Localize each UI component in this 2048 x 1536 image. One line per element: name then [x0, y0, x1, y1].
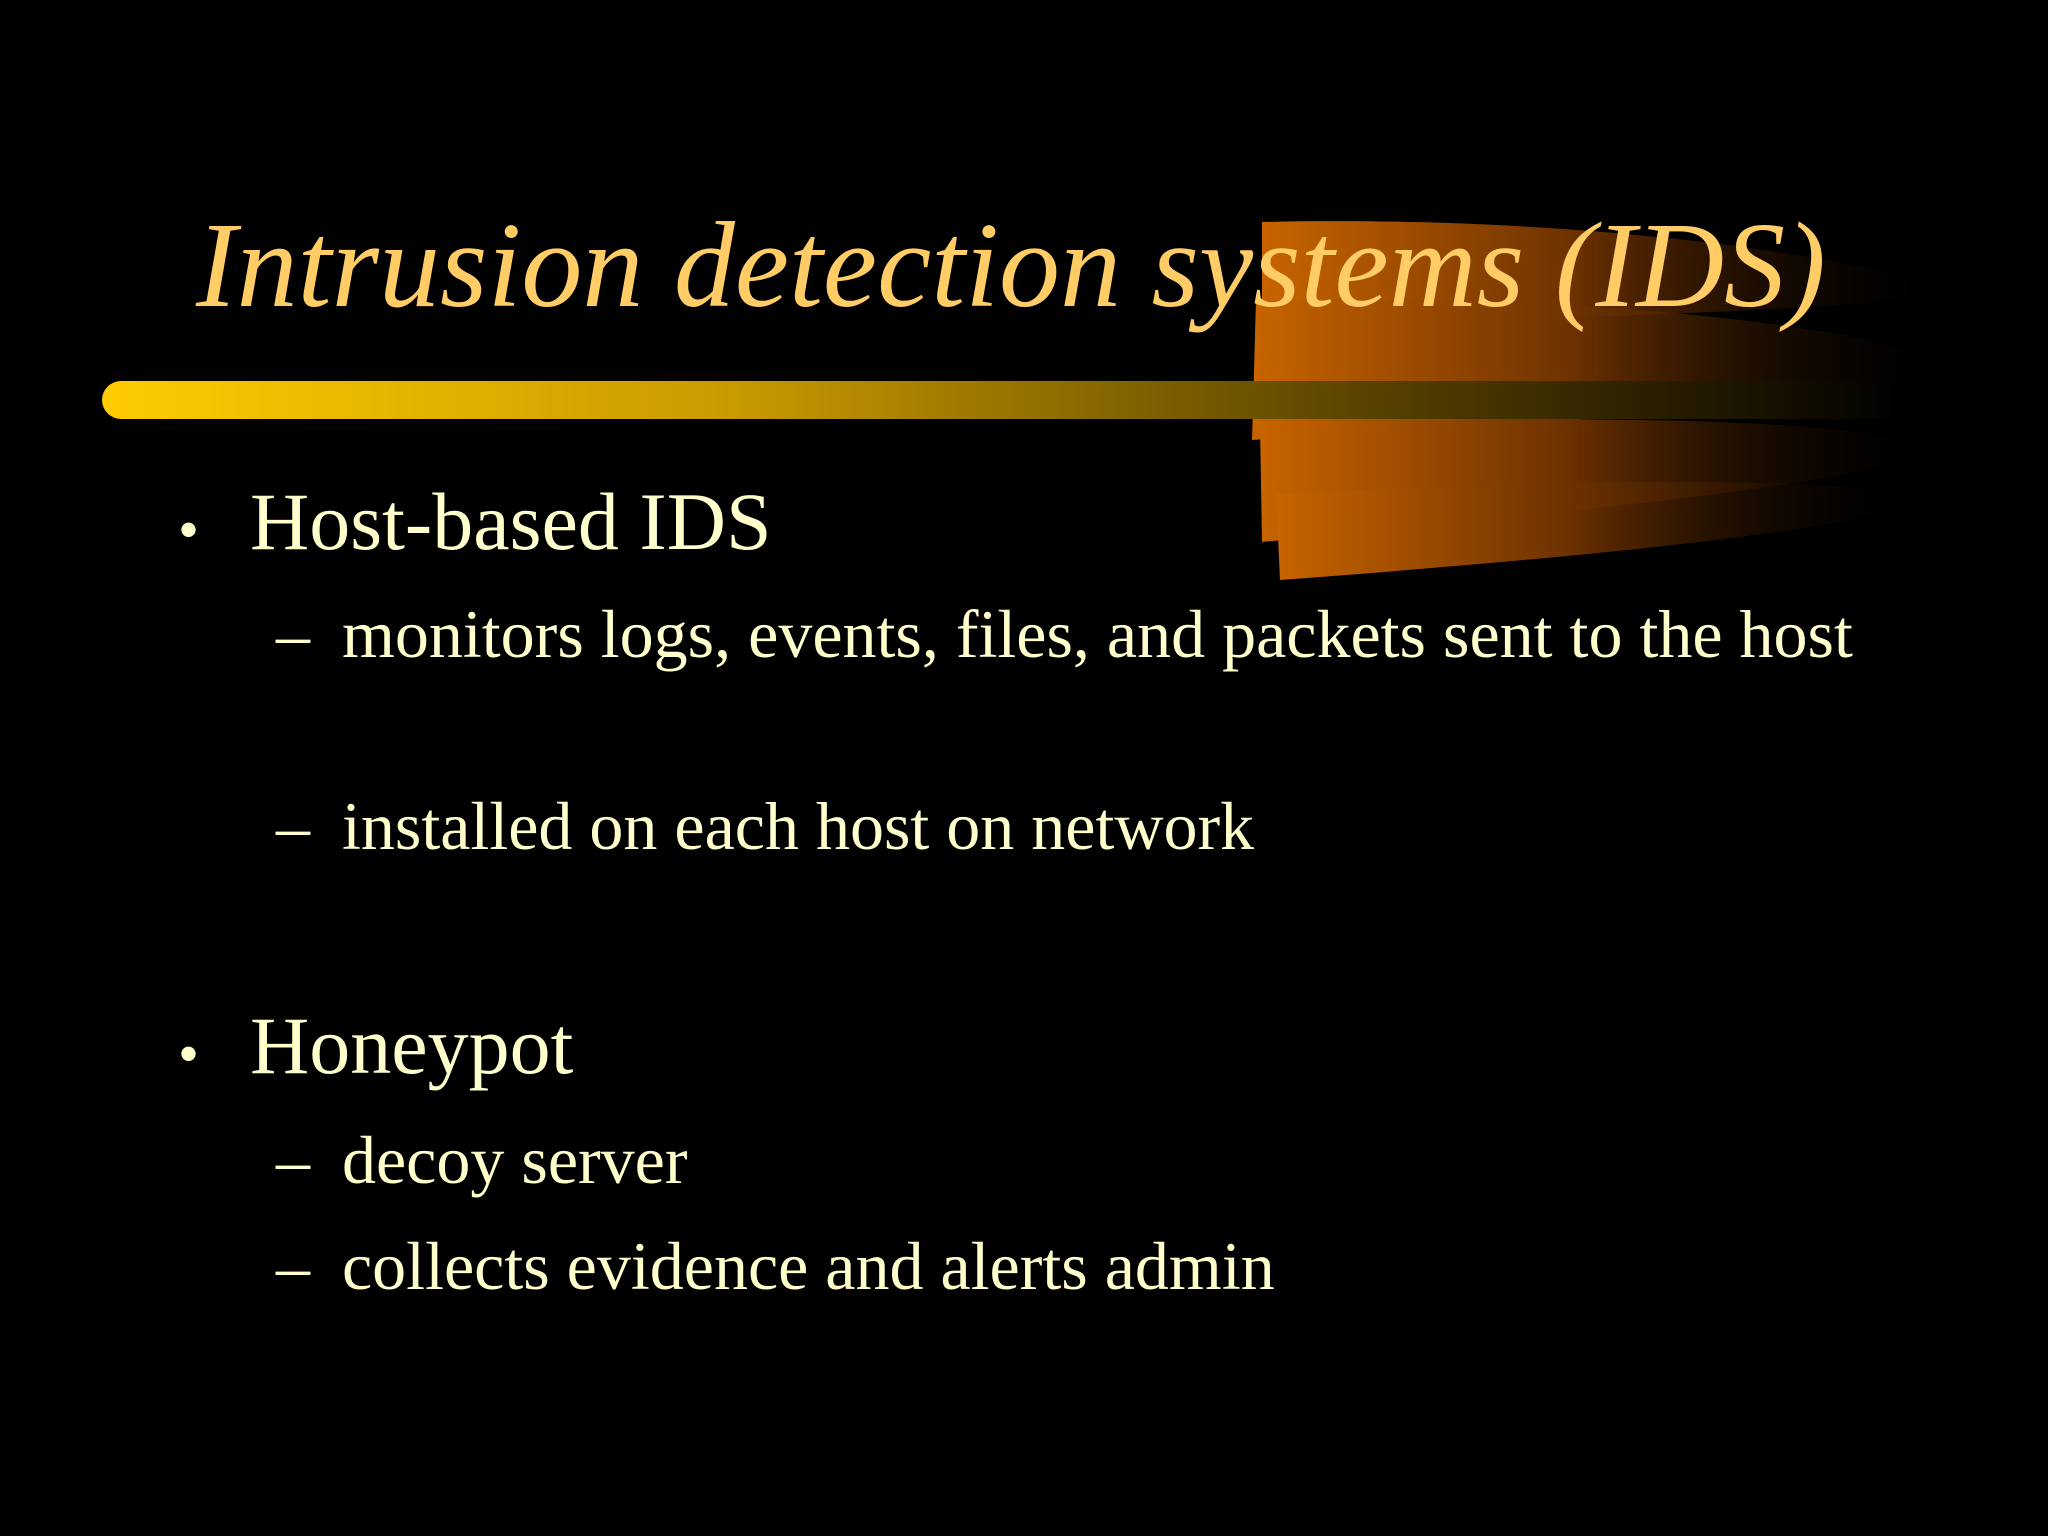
- subitem-text: monitors logs, events, files, and packet…: [342, 596, 1853, 672]
- bullet-label: Host-based IDS: [250, 476, 772, 567]
- subitem-marker: –: [276, 788, 310, 864]
- bullet-marker: •: [178, 497, 200, 563]
- subitem-text: installed on each host on network: [342, 788, 1255, 864]
- subitem-text: collects evidence and alerts admin: [342, 1228, 1275, 1304]
- slide-title: Intrusion detection systems (IDS): [196, 198, 1826, 333]
- subitem-marker: –: [276, 1228, 310, 1304]
- bullet-label: Honeypot: [250, 1000, 574, 1091]
- subitem-marker: –: [276, 596, 310, 672]
- subitem-text: decoy server: [342, 1122, 688, 1198]
- title-underline-bar: [102, 381, 1902, 419]
- subitem-marker: –: [276, 1122, 310, 1198]
- bullet-marker: •: [178, 1021, 200, 1087]
